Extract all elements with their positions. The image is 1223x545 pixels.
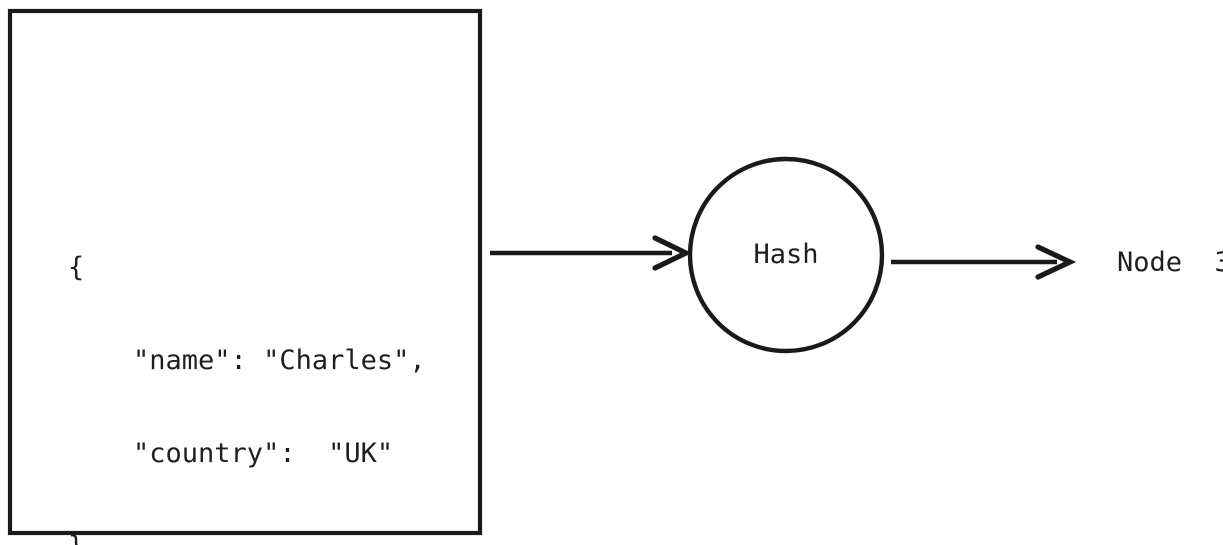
hash-to-node-arrow-head <box>1035 244 1077 280</box>
hash-circle[interactable] <box>687 156 885 354</box>
json-line-open-brace: { <box>68 252 85 283</box>
document-to-hash-arrow <box>490 235 692 271</box>
json-line-name: "name": "Charles", <box>68 345 426 376</box>
node-3-label: Node 3 <box>1117 247 1223 278</box>
json-document-box[interactable] <box>7 8 483 536</box>
hash-circle-label: Hash <box>753 239 819 270</box>
json-document-text: { "name": "Charles", "country": "UK" } <box>68 190 426 545</box>
hash-to-node-arrow <box>891 244 1077 280</box>
json-line-country: "country": "UK" <box>68 438 394 469</box>
json-line-close-brace: } <box>68 531 426 545</box>
document-to-hash-arrow-head <box>652 235 692 271</box>
